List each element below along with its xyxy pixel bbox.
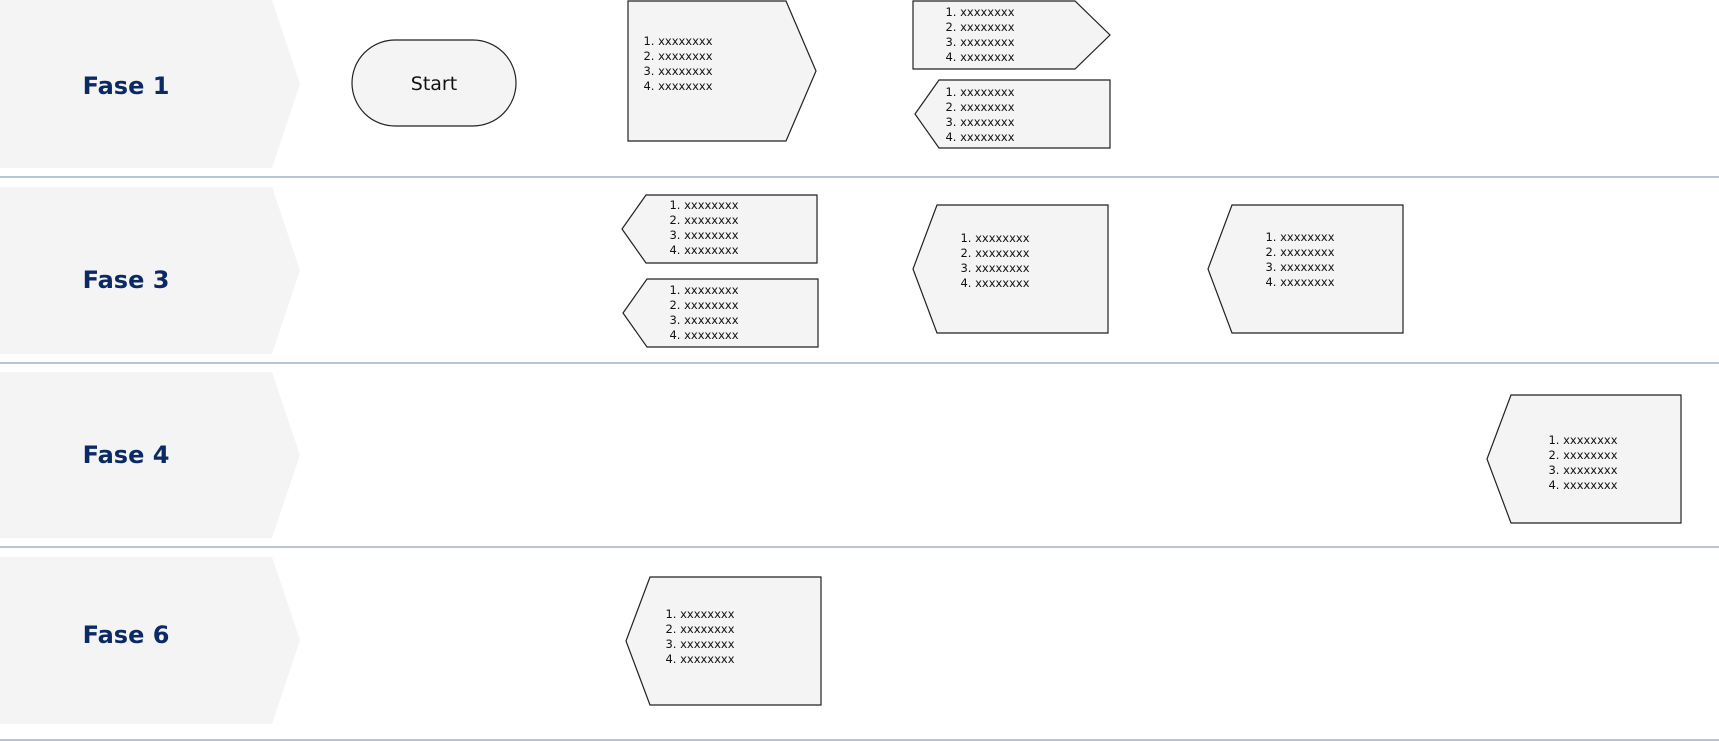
step-list-item: 4. xxxxxxxx bbox=[960, 276, 1029, 290]
arrow-left-shape bbox=[625, 576, 822, 706]
step-list-item: 2. xxxxxxxx bbox=[945, 100, 1014, 114]
step-list-item: 3. xxxxxxxx bbox=[1548, 463, 1617, 477]
start-terminator bbox=[351, 39, 517, 127]
lanes-layer: Fase 1 Fase 3 Fase 4 Fase 6 bbox=[0, 0, 300, 724]
lane-label: Fase 4 bbox=[83, 441, 170, 469]
step-list-item: 4. xxxxxxxx bbox=[643, 79, 712, 93]
step-list-item: 3. xxxxxxxx bbox=[1265, 260, 1334, 274]
step-list-item: 3. xxxxxxxx bbox=[945, 115, 1014, 129]
step-list-item: 1. xxxxxxxx bbox=[945, 5, 1014, 19]
step-list-item: 3. xxxxxxxx bbox=[960, 261, 1029, 275]
step-list-item: 2. xxxxxxxx bbox=[643, 49, 712, 63]
step-list-item: 4. xxxxxxxx bbox=[945, 130, 1014, 144]
arrow-left-shape bbox=[621, 194, 818, 264]
step-list-item: 3. xxxxxxxx bbox=[945, 35, 1014, 49]
step-list-item: 2. xxxxxxxx bbox=[1548, 448, 1617, 462]
step-list-item: 2. xxxxxxxx bbox=[665, 622, 734, 636]
step-list-item: 4. xxxxxxxx bbox=[669, 243, 738, 257]
lane-header-band bbox=[0, 0, 300, 168]
step-list-item: 1. xxxxxxxx bbox=[669, 283, 738, 297]
lane-header-band bbox=[0, 557, 300, 724]
lane-label: Fase 1 bbox=[83, 72, 170, 100]
step-list-item: 1. xxxxxxxx bbox=[669, 198, 738, 212]
step-list-item: 4. xxxxxxxx bbox=[1548, 478, 1617, 492]
step-list-item: 2. xxxxxxxx bbox=[669, 298, 738, 312]
arrow-left-shape bbox=[914, 79, 1111, 149]
arrow-right-shape bbox=[912, 0, 1111, 70]
step-list-item: 4. xxxxxxxx bbox=[669, 328, 738, 342]
step-list-item: 4. xxxxxxxx bbox=[945, 50, 1014, 64]
step-list-item: 3. xxxxxxxx bbox=[669, 228, 738, 242]
step-list-item: 2. xxxxxxxx bbox=[669, 213, 738, 227]
step-list-item: 1. xxxxxxxx bbox=[1548, 433, 1617, 447]
arrow-left-shape bbox=[1486, 394, 1682, 524]
start-label: Start bbox=[411, 73, 457, 95]
lane-dividers bbox=[0, 176, 1719, 741]
arrow-left-shape bbox=[622, 278, 819, 348]
step-list-item: 3. xxxxxxxx bbox=[665, 637, 734, 651]
step-list-item: 3. xxxxxxxx bbox=[643, 64, 712, 78]
step-list-item: 1. xxxxxxxx bbox=[1265, 230, 1334, 244]
arrow-right-shape bbox=[627, 0, 817, 142]
lane-label: Fase 6 bbox=[83, 621, 170, 649]
arrow-left-shape bbox=[1207, 204, 1404, 334]
step-list-item: 4. xxxxxxxx bbox=[1265, 275, 1334, 289]
step-list-item: 1. xxxxxxxx bbox=[643, 34, 712, 48]
step-list-item: 4. xxxxxxxx bbox=[665, 652, 734, 666]
step-list-item: 3. xxxxxxxx bbox=[669, 313, 738, 327]
step-list-item: 2. xxxxxxxx bbox=[960, 246, 1029, 260]
arrow-left-shape bbox=[912, 204, 1109, 334]
lane-header-band bbox=[0, 187, 300, 354]
start-node: Start bbox=[351, 39, 517, 127]
step-list-item: 2. xxxxxxxx bbox=[1265, 245, 1334, 259]
step-list-item: 1. xxxxxxxx bbox=[960, 231, 1029, 245]
step-list-item: 1. xxxxxxxx bbox=[665, 607, 734, 621]
lane-label: Fase 3 bbox=[83, 266, 170, 294]
step-list-item: 1. xxxxxxxx bbox=[945, 85, 1014, 99]
step-list-item: 2. xxxxxxxx bbox=[945, 20, 1014, 34]
lane-header-band bbox=[0, 372, 300, 538]
